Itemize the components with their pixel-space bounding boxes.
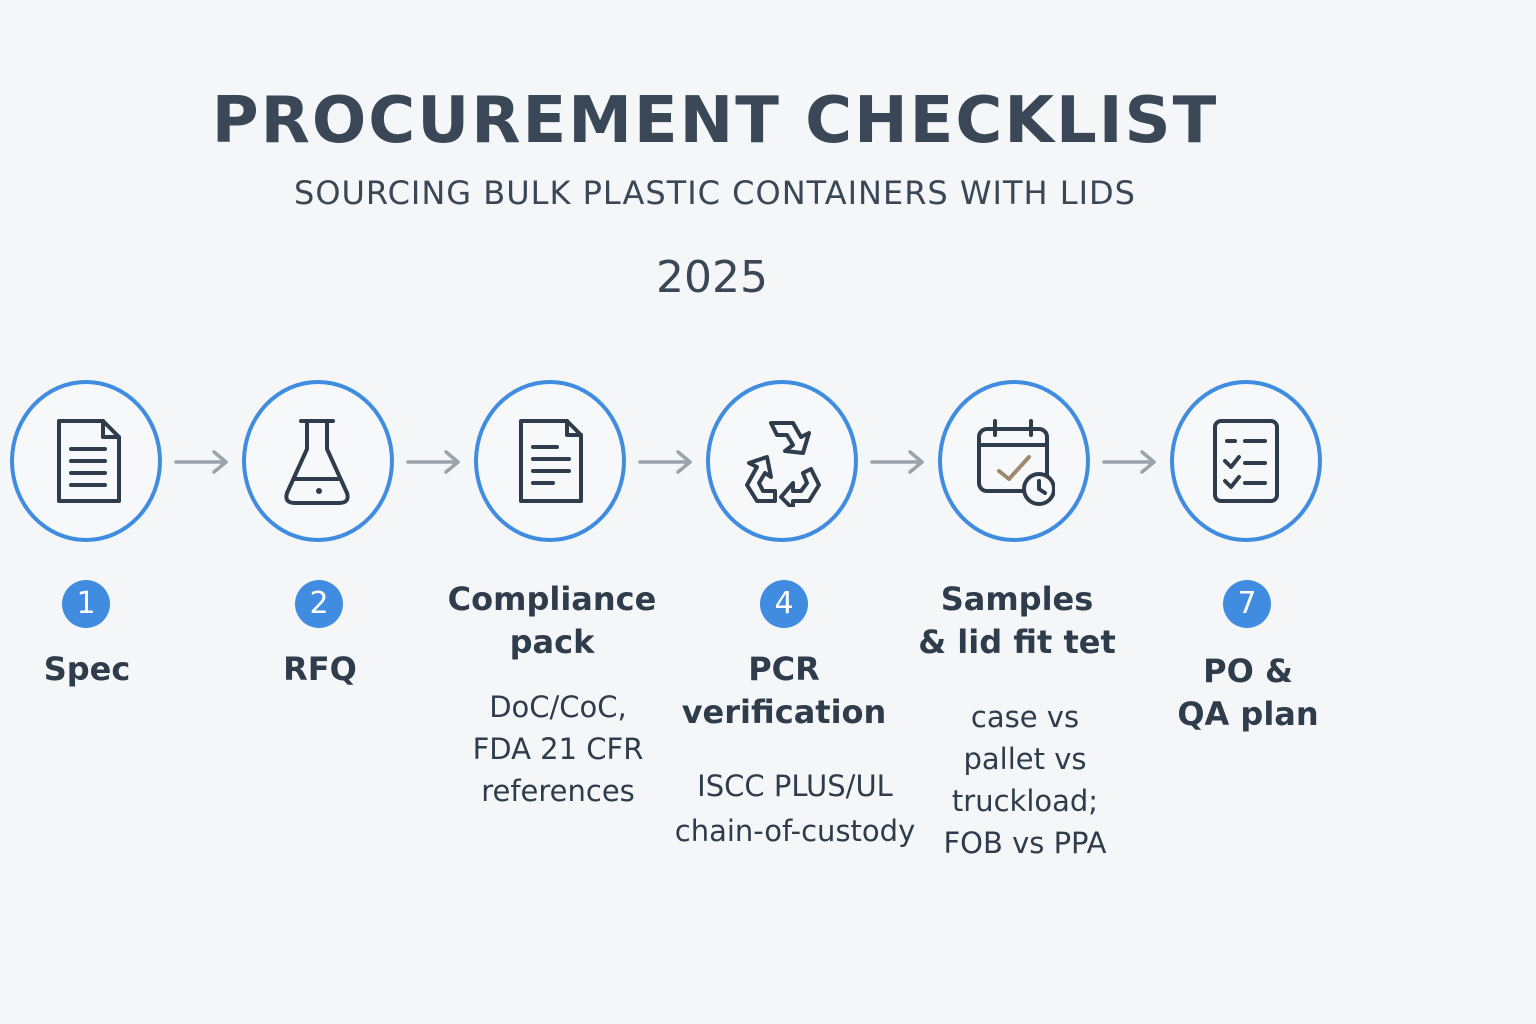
step-rfq-node: [242, 380, 394, 542]
flow-arrow-icon: [174, 450, 228, 474]
step-label-compliance: Compliance pack: [447, 580, 657, 661]
step-spec-node: [10, 380, 162, 542]
document-icon: [57, 419, 121, 503]
checklist-icon: [1213, 419, 1279, 503]
flow-arrow-icon: [638, 450, 692, 474]
step-label-rfq: RFQ: [283, 650, 357, 688]
step-label-samples: Samples & lid fit tet: [918, 580, 1116, 661]
step-desc-pcr: ISCC PLUS/UL chain-of-custody: [674, 769, 916, 848]
flask-icon: [284, 419, 350, 505]
step-desc-compliance: DoC/CoC, FDA 21 CFR references: [472, 690, 644, 808]
step-label-po: PO & QA plan: [1177, 652, 1319, 733]
step-pcr-node: [706, 380, 858, 542]
flow-arrow-icon: [870, 450, 924, 474]
checklist-title: PROCUREMENT CHECKLIST: [211, 84, 1219, 158]
flow-arrow-icon: [1102, 450, 1156, 474]
step-label-spec: Spec: [43, 650, 131, 688]
checklist-subtitle: SOURCING BULK PLASTIC CONTAINERS WITH LI…: [294, 174, 1136, 212]
step-number-badge: 2: [295, 580, 343, 628]
step-po-node: [1170, 380, 1322, 542]
recycle-icon: [745, 421, 821, 507]
step-number-badge: 1: [62, 580, 110, 628]
step-label-pcr: PCR verification: [681, 650, 887, 731]
checklist-year: 2025: [656, 252, 768, 303]
document-icon: [519, 419, 583, 503]
calendar-clock-icon: [977, 419, 1055, 506]
step-desc-samples: case vs pallet vs truckload; FOB vs PPA: [943, 700, 1107, 860]
flow-arrow-icon: [406, 450, 460, 474]
step-samples-node: [938, 380, 1090, 542]
step-compliance-node: [474, 380, 626, 542]
step-number-badge: 4: [760, 580, 808, 628]
step-number-badge: 7: [1223, 580, 1271, 628]
